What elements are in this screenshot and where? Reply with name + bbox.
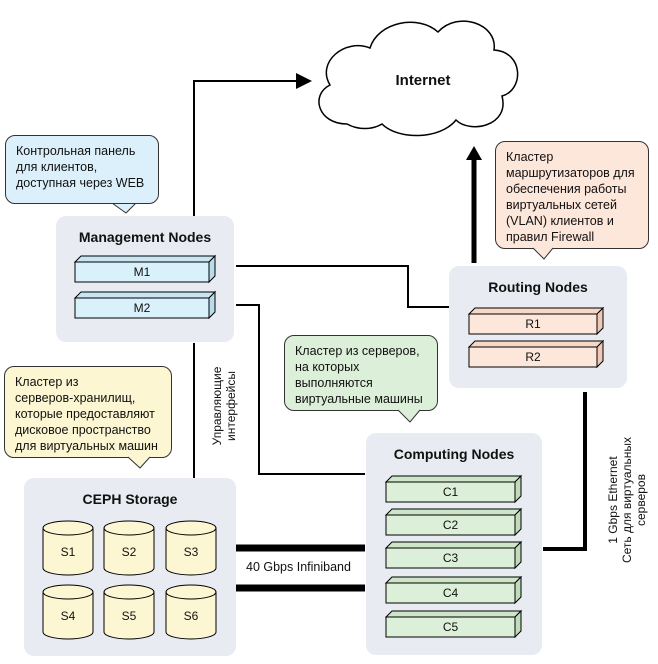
server-icon bbox=[384, 575, 523, 605]
server-icon bbox=[384, 540, 523, 570]
ethernet-line bbox=[543, 392, 587, 551]
internet-label: Internet bbox=[395, 72, 451, 89]
node-m2: M2 bbox=[133, 301, 151, 315]
node-c1: C1 bbox=[442, 485, 459, 499]
routing-internet-arrow bbox=[466, 146, 482, 160]
node-s5: S5 bbox=[121, 609, 137, 623]
node-r1: R1 bbox=[525, 317, 541, 331]
mgmt-internet-line bbox=[193, 73, 312, 216]
storage-title: CEPH Storage bbox=[82, 491, 178, 507]
ethernet-label: 1 Gbps Ethernet Сеть для виртуальных сер… bbox=[606, 436, 648, 564]
infiniband-label: 40 Gbps Infiniband bbox=[246, 560, 351, 574]
mgmt-routing-line bbox=[236, 265, 450, 308]
server-icon bbox=[467, 339, 605, 369]
server-icon bbox=[384, 474, 523, 504]
computing-callout: Кластер из серверов, на которых выполняю… bbox=[284, 335, 438, 411]
server-icon bbox=[384, 507, 523, 537]
storage-callout: Кластер из серверов-хранилищ, которые пр… bbox=[4, 366, 172, 458]
disk-icon bbox=[103, 520, 155, 576]
node-s4: S4 bbox=[60, 609, 76, 623]
disk-icon bbox=[165, 584, 217, 640]
management-title: Management Nodes bbox=[78, 229, 212, 245]
node-s3: S3 bbox=[183, 545, 199, 559]
node-m1: M1 bbox=[133, 265, 151, 279]
node-s6: S6 bbox=[183, 609, 199, 623]
node-c4: C4 bbox=[442, 586, 459, 600]
disk-icon bbox=[103, 584, 155, 640]
routing-title: Routing Nodes bbox=[488, 279, 588, 295]
disk-icon bbox=[165, 520, 217, 576]
disk-icon bbox=[42, 520, 94, 576]
server-icon bbox=[467, 306, 605, 336]
mgmt-callout: Контрольная панель для клиентов, доступн… bbox=[5, 135, 159, 204]
server-icon bbox=[384, 609, 523, 639]
computing-title: Computing Nodes bbox=[393, 446, 515, 462]
node-r2: R2 bbox=[525, 350, 541, 364]
node-c3: C3 bbox=[442, 551, 459, 565]
node-s1: S1 bbox=[60, 545, 76, 559]
node-s2: S2 bbox=[121, 545, 137, 559]
server-icon bbox=[73, 290, 217, 320]
server-icon bbox=[73, 254, 217, 284]
routing-callout: Кластер маршрутизаторов для обеспечения … bbox=[495, 141, 649, 249]
mgmt-computing-line bbox=[236, 304, 365, 475]
disk-icon bbox=[42, 584, 94, 640]
management-interfaces-label: Управляющие интерфейсы bbox=[210, 366, 238, 446]
node-c2: C2 bbox=[442, 518, 459, 532]
node-c5: C5 bbox=[442, 620, 459, 634]
